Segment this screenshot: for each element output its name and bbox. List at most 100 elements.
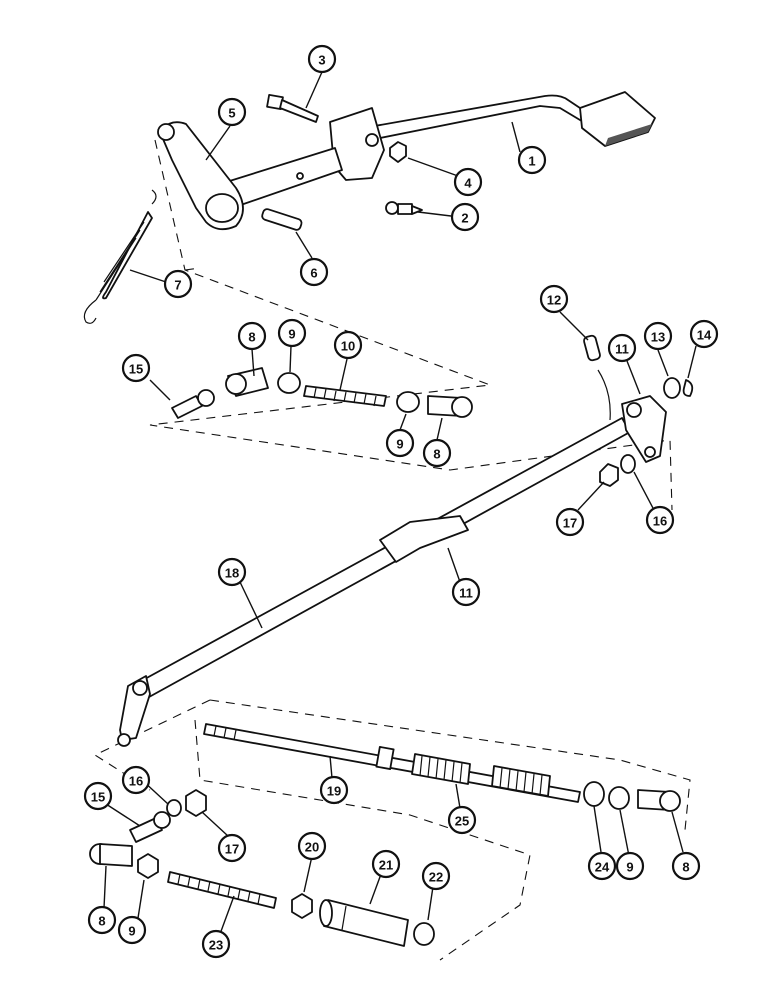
callout-23: 23 <box>201 929 231 959</box>
circlip <box>682 379 694 397</box>
callout-24: 24 <box>587 851 617 881</box>
locknut <box>277 372 301 394</box>
callout-6: 6 <box>299 257 329 287</box>
callout-16: 16 <box>121 765 151 795</box>
callout-number: 24 <box>595 860 610 875</box>
washer <box>620 454 636 474</box>
callout-circle <box>299 257 329 287</box>
ball-socket <box>637 789 681 812</box>
callout-20: 20 <box>297 831 327 861</box>
callout-number: 7 <box>174 278 181 293</box>
lower-rod-assembly <box>203 723 681 812</box>
callout-number: 5 <box>228 106 235 121</box>
assembly-boundary-lines <box>93 139 691 961</box>
washer <box>166 799 182 817</box>
callout-3: 3 <box>307 44 337 74</box>
callout-15: 15 <box>121 353 151 383</box>
ball-stud <box>129 811 171 843</box>
callout-number: 8 <box>248 330 255 345</box>
nut <box>291 893 313 919</box>
callout-circle <box>421 861 451 891</box>
callout-number: 17 <box>225 842 239 857</box>
cross-shaft-assembly <box>117 395 667 747</box>
callout-number: 17 <box>563 516 577 531</box>
callout-circle <box>422 438 452 468</box>
callout-17: 17 <box>217 833 247 863</box>
spring <box>411 753 471 785</box>
spring <box>491 765 551 797</box>
callout-circle <box>217 97 247 127</box>
callout-circle <box>163 269 193 299</box>
callout-number: 6 <box>310 266 317 281</box>
callout-25: 25 <box>447 805 477 835</box>
callout-circle <box>333 330 363 360</box>
callout-number: 11 <box>459 586 473 601</box>
locknut <box>396 391 420 413</box>
cross-shaft <box>131 417 631 703</box>
bottom-parts <box>291 893 435 947</box>
callout-18: 18 <box>217 557 247 587</box>
roll-pin <box>261 208 303 231</box>
callout-number: 15 <box>91 790 105 805</box>
ball-socket <box>427 395 473 418</box>
callout-number: 25 <box>455 814 469 829</box>
ball-socket <box>89 843 133 867</box>
callout-number: 16 <box>129 774 143 789</box>
callout-circle <box>555 507 585 537</box>
callout-circle <box>201 929 231 959</box>
spring-washer <box>583 781 605 807</box>
callout-4: 4 <box>453 167 483 197</box>
callout-circle <box>539 284 569 314</box>
callout-10: 10 <box>333 330 363 360</box>
callout-14: 14 <box>689 319 719 349</box>
callout-number: 20 <box>305 840 319 855</box>
callout-number: 9 <box>288 327 295 342</box>
callout-number: 8 <box>682 860 689 875</box>
callout-circle <box>671 851 701 881</box>
callout-circle <box>451 577 481 607</box>
callout-circle <box>117 915 147 945</box>
threaded-rod <box>167 871 277 909</box>
callout-11: 11 <box>451 577 481 607</box>
locknut <box>413 922 435 946</box>
callout-number: 11 <box>615 342 629 357</box>
callout-circle <box>307 44 337 74</box>
callout-22: 22 <box>421 861 451 891</box>
ball-socket <box>225 367 269 397</box>
callout-number: 12 <box>547 293 561 308</box>
pin <box>583 334 601 362</box>
callout-number: 8 <box>98 914 105 929</box>
lever-fasteners <box>583 334 694 487</box>
nut <box>185 789 207 817</box>
callout-circle <box>607 333 637 363</box>
callout-circle <box>450 202 480 232</box>
callout-2: 2 <box>450 202 480 232</box>
return-spring <box>83 189 157 324</box>
callout-circle <box>371 849 401 879</box>
locknut <box>137 853 159 879</box>
callout-5: 5 <box>217 97 247 127</box>
callout-number: 13 <box>651 330 665 345</box>
callout-9: 9 <box>615 851 645 881</box>
lower-fasteners <box>89 789 277 909</box>
callout-number: 15 <box>129 362 143 377</box>
callout-number: 21 <box>379 858 393 873</box>
callout-number: 1 <box>528 154 535 169</box>
callout-8: 8 <box>671 851 701 881</box>
callout-circle <box>517 145 547 175</box>
callout-circle <box>237 321 267 351</box>
callout-circle <box>645 505 675 535</box>
callout-number: 16 <box>653 514 667 529</box>
callout-21: 21 <box>371 849 401 879</box>
callout-9: 9 <box>385 428 415 458</box>
callout-number: 19 <box>327 784 341 799</box>
callout-9: 9 <box>277 318 307 348</box>
bolt <box>266 93 319 123</box>
nut <box>389 141 407 163</box>
callout-7: 7 <box>163 269 193 299</box>
callout-circle <box>319 775 349 805</box>
callout-15: 15 <box>83 781 113 811</box>
callout-16: 16 <box>645 505 675 535</box>
callout-8: 8 <box>87 905 117 935</box>
